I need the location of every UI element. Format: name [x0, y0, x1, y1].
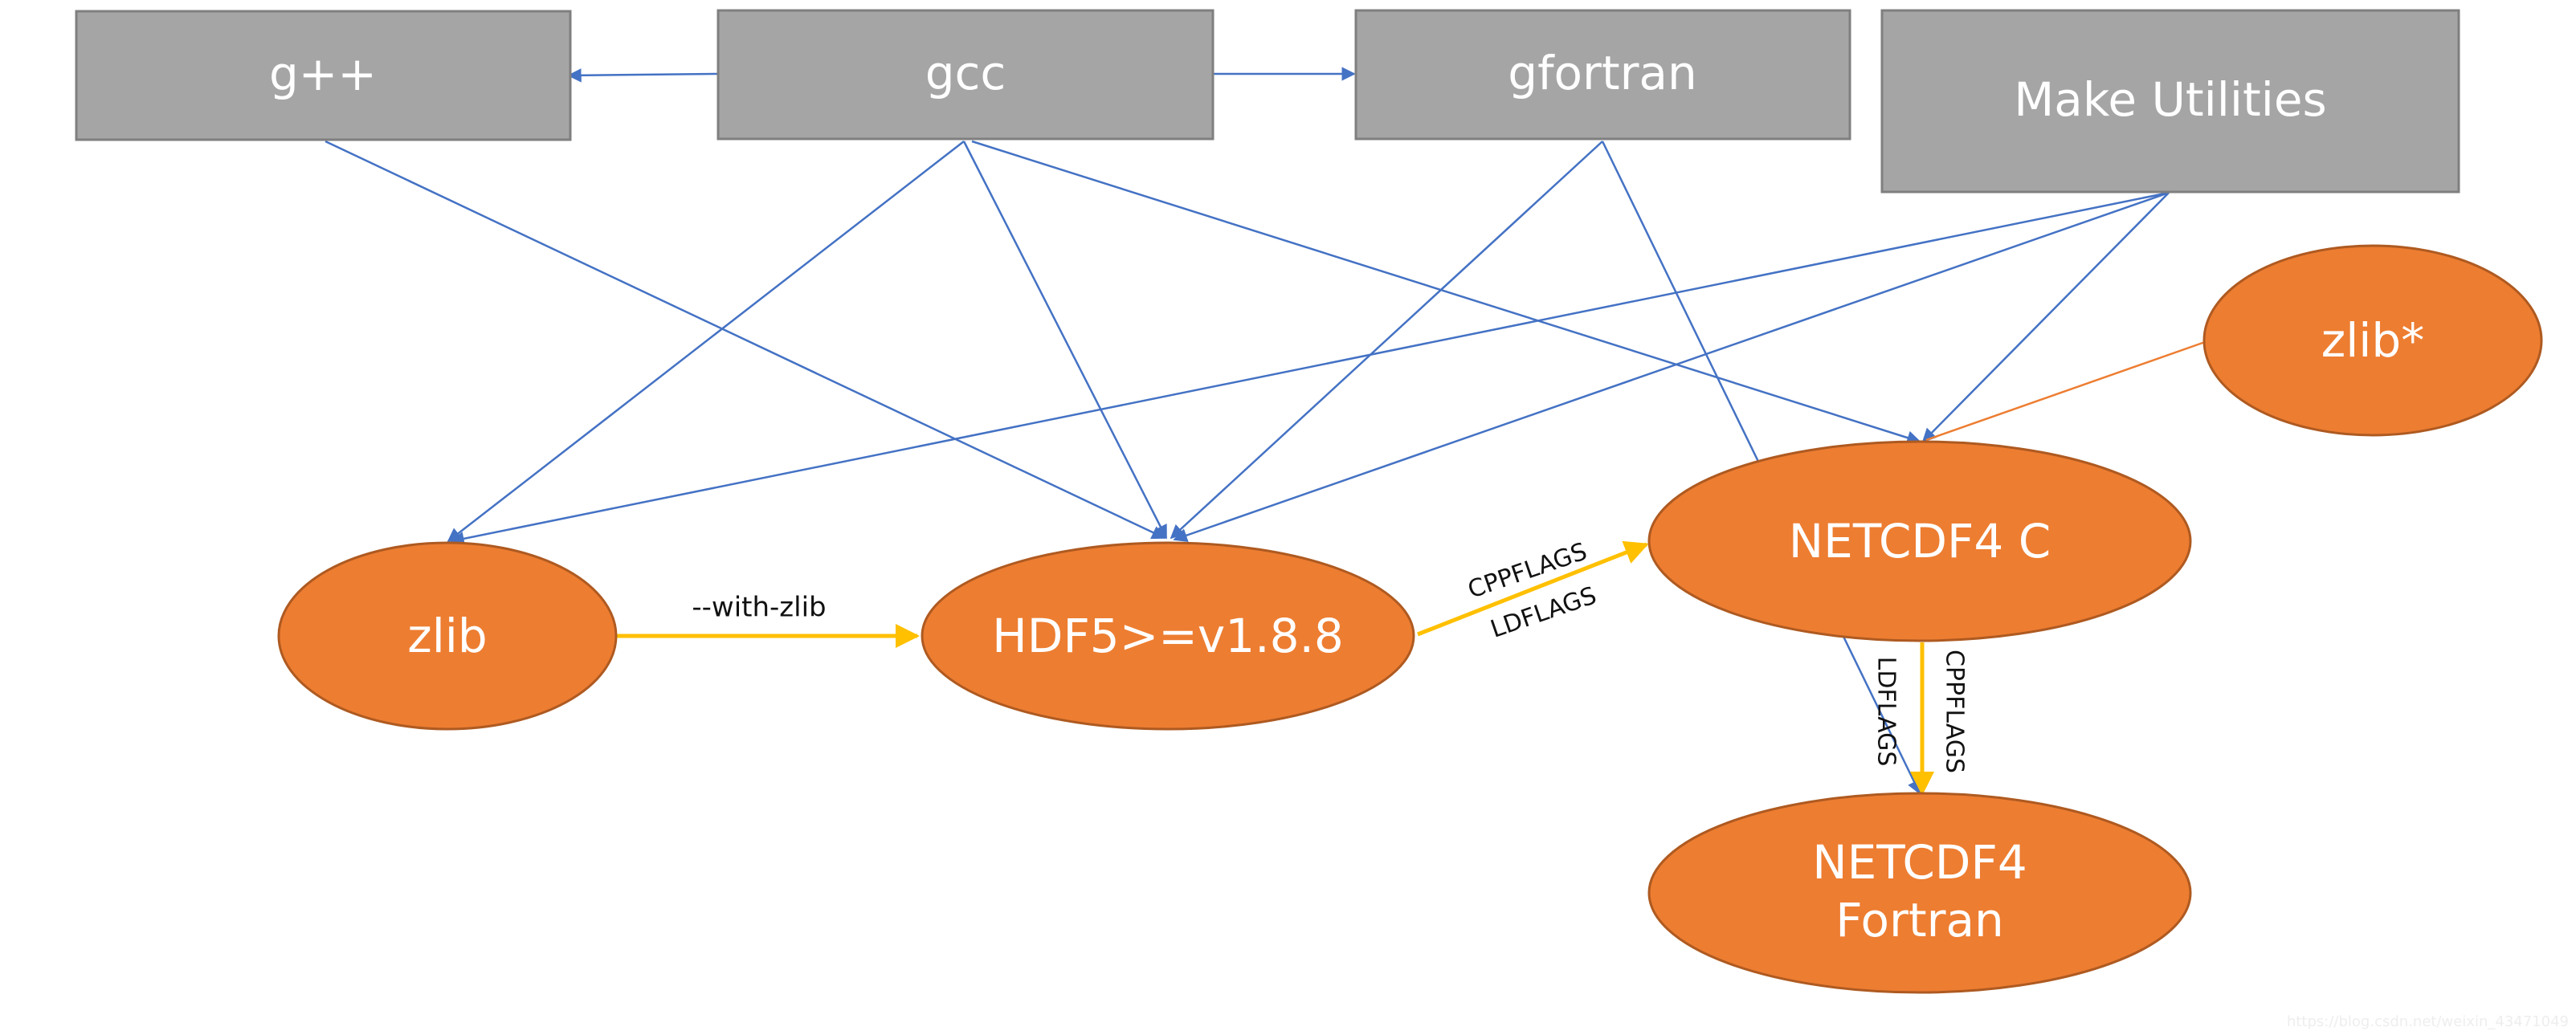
edge-hdf5-to-netcdf-c	[1417, 540, 1649, 637]
netcdf-fortran-label-line1: NETCDF4	[1812, 835, 2027, 890]
hdf5-ellipse	[921, 541, 1415, 731]
node-hdf5: HDF5>=v1.8.8	[921, 541, 1415, 731]
netcdf-cppflags-label: CPPFLAGS	[1941, 650, 1969, 773]
make-utilities-label: Make Utilities	[2014, 72, 2327, 127]
dependency-edges	[325, 67, 2170, 795]
edge-gcc-to-zlib	[447, 141, 965, 543]
gfortran-label: gfortran	[1508, 46, 1696, 100]
edge-gcc-to-hdf5	[962, 141, 1168, 540]
node-zlib: zlib	[277, 541, 618, 731]
zlib-label: zlib	[407, 609, 488, 663]
edge-zlib-star-to-netcdf-c	[1925, 340, 2206, 442]
hdf5-label: HDF5>=v1.8.8	[992, 609, 1344, 663]
zlib-star-ellipse	[2202, 244, 2543, 437]
node-zlib-star: zlib*	[2202, 244, 2543, 437]
gpp-box	[75, 10, 572, 141]
make-utilities-box	[1880, 9, 2460, 194]
edge-gfortran-to-hdf5	[1170, 141, 1603, 540]
gpp-label: g++	[269, 47, 377, 101]
watermark-text: https://blog.csdn.net/weixin_43471049	[2287, 1013, 2569, 1030]
gcc-label: gcc	[925, 46, 1006, 100]
netcdf-fortran-label-line2: Fortran	[1835, 893, 2004, 947]
edge-make-to-netcdf-c	[1921, 192, 2170, 443]
netcdf-fortran-ellipse	[1647, 792, 2192, 994]
node-gfortran: gfortran	[1354, 9, 1851, 141]
gfortran-box	[1354, 9, 1851, 141]
node-netcdf-fortran: NETCDF4 Fortran	[1647, 792, 2192, 994]
edge-gcc-to-gpp	[567, 68, 719, 83]
edge-make-to-zlib	[450, 191, 2170, 546]
netcdf-ldflags-label: LDFLAGS	[1872, 657, 1900, 767]
netcdf-c-ellipse	[1647, 440, 2192, 642]
netcdf-c-label: NETCDF4 C	[1789, 514, 2051, 568]
edge-gpp-to-hdf5	[325, 140, 1166, 540]
edge-gcc-to-netcdf-c	[971, 140, 1921, 445]
zlib-star-label: zlib*	[2321, 313, 2425, 368]
node-make-utilities: Make Utilities	[1880, 9, 2460, 194]
flag-edges	[617, 540, 1934, 796]
zlib-ellipse	[277, 541, 618, 731]
node-gcc: gcc	[716, 9, 1215, 141]
node-netcdf-c: NETCDF4 C	[1647, 440, 2192, 642]
node-gpp: g++	[75, 10, 572, 141]
edge-make-to-hdf5	[1173, 191, 2170, 543]
gcc-box	[716, 9, 1215, 141]
with-zlib-label: --with-zlib	[692, 592, 826, 624]
